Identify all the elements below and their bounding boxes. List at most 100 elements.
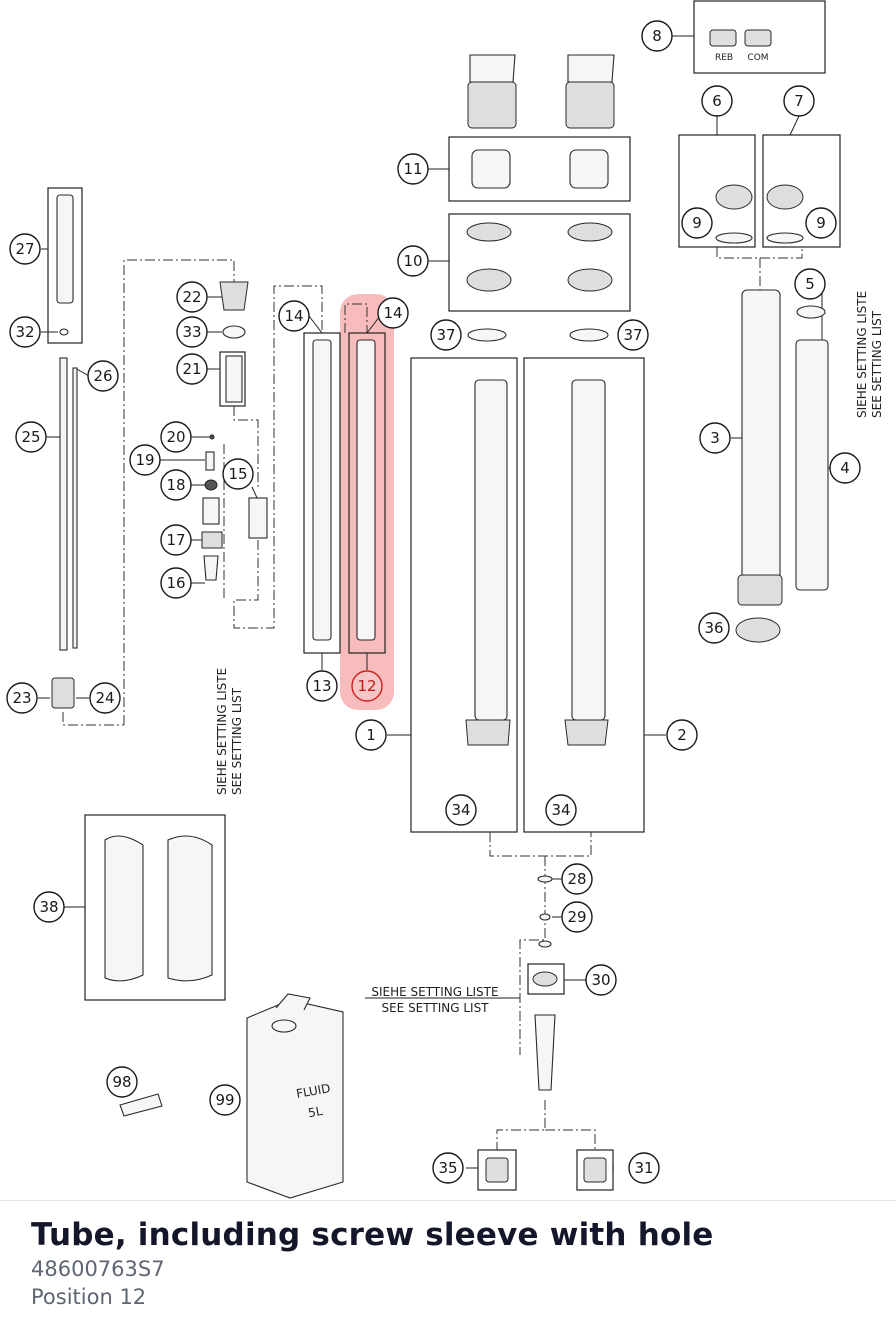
callout-34[interactable]: 34 bbox=[545, 794, 577, 826]
callout-number: 27 bbox=[15, 240, 34, 258]
callout-12[interactable]: 12 bbox=[351, 670, 383, 702]
callout-1[interactable]: 1 bbox=[355, 719, 387, 751]
callout-circle bbox=[617, 319, 649, 351]
callout-30[interactable]: 30 bbox=[585, 964, 617, 996]
callout-32[interactable]: 32 bbox=[9, 316, 41, 348]
callout-circle bbox=[33, 891, 65, 923]
callout-circle bbox=[278, 300, 310, 332]
callout-15[interactable]: 15 bbox=[222, 458, 254, 490]
callout-number: 28 bbox=[567, 870, 586, 888]
callout-number: 11 bbox=[403, 160, 422, 178]
callout-number: 9 bbox=[692, 214, 702, 232]
callout-22[interactable]: 22 bbox=[176, 281, 208, 313]
callout-26[interactable]: 26 bbox=[87, 360, 119, 392]
callout-28[interactable]: 28 bbox=[561, 863, 593, 895]
callout-circle bbox=[561, 863, 593, 895]
callout-circle bbox=[355, 719, 387, 751]
callout-number: 26 bbox=[93, 367, 112, 385]
callout-number: 16 bbox=[166, 574, 185, 592]
callout-11[interactable]: 11 bbox=[397, 153, 429, 185]
callout-number: 32 bbox=[15, 323, 34, 341]
callout-37[interactable]: 37 bbox=[430, 319, 462, 351]
part-title: Tube, including screw sleeve with hole bbox=[31, 1217, 714, 1253]
callout-number: 33 bbox=[182, 323, 201, 341]
callout-number: 19 bbox=[135, 451, 154, 469]
callout-circle bbox=[209, 1084, 241, 1116]
setting-note-left-de: SIEHE SETTING LISTE bbox=[215, 668, 229, 795]
callout-21[interactable]: 21 bbox=[176, 353, 208, 385]
callout-25[interactable]: 25 bbox=[15, 421, 47, 453]
callout-8[interactable]: 8 bbox=[641, 20, 673, 52]
callout-circle bbox=[681, 207, 713, 239]
exploded-parts-diagram: FLUID 5L REB COM SIEHE SETTING LISTE SEE… bbox=[6, 0, 884, 1199]
callout-number: 15 bbox=[228, 465, 247, 483]
callout-number: 12 bbox=[357, 677, 376, 695]
callout-16[interactable]: 16 bbox=[160, 567, 192, 599]
callout-14[interactable]: 14 bbox=[278, 300, 310, 332]
callout-36[interactable]: 36 bbox=[698, 612, 730, 644]
callout-circle bbox=[222, 458, 254, 490]
callout-number: 1 bbox=[366, 726, 376, 744]
callout-number: 23 bbox=[12, 689, 31, 707]
callout-number: 10 bbox=[403, 252, 422, 270]
callout-9[interactable]: 9 bbox=[681, 207, 713, 239]
callout-number: 18 bbox=[166, 476, 185, 494]
callout-33[interactable]: 33 bbox=[176, 316, 208, 348]
callout-38[interactable]: 38 bbox=[33, 891, 65, 923]
callout-18[interactable]: 18 bbox=[160, 469, 192, 501]
callout-circle bbox=[160, 469, 192, 501]
callout-10[interactable]: 10 bbox=[397, 245, 429, 277]
callout-24[interactable]: 24 bbox=[89, 682, 121, 714]
callout-27[interactable]: 27 bbox=[9, 233, 41, 265]
callout-17[interactable]: 17 bbox=[160, 524, 192, 556]
callout-31[interactable]: 31 bbox=[628, 1152, 660, 1184]
callout-number: 14 bbox=[383, 304, 402, 322]
callout-number: 37 bbox=[623, 326, 642, 344]
callout-circle bbox=[176, 281, 208, 313]
callout-circle bbox=[9, 316, 41, 348]
callout-5[interactable]: 5 bbox=[794, 268, 826, 300]
callout-number: 8 bbox=[652, 27, 662, 45]
callout-circle bbox=[160, 524, 192, 556]
callout-9[interactable]: 9 bbox=[805, 207, 837, 239]
callout-number: 34 bbox=[551, 801, 570, 819]
callout-98[interactable]: 98 bbox=[106, 1066, 138, 1098]
callout-3[interactable]: 3 bbox=[699, 422, 731, 454]
callout-number: 35 bbox=[438, 1159, 457, 1177]
callout-number: 99 bbox=[215, 1091, 234, 1109]
callout-circle bbox=[106, 1066, 138, 1098]
callout-circle bbox=[397, 245, 429, 277]
callout-14[interactable]: 14 bbox=[377, 297, 409, 329]
callout-6[interactable]: 6 bbox=[701, 85, 733, 117]
callout-number: 22 bbox=[182, 288, 201, 306]
callout-number: 6 bbox=[712, 92, 722, 110]
callout-23[interactable]: 23 bbox=[6, 682, 38, 714]
callout-number: 24 bbox=[95, 689, 114, 707]
part-number: 48600763S7 bbox=[31, 1257, 165, 1281]
callout-7[interactable]: 7 bbox=[783, 85, 815, 117]
callout-34[interactable]: 34 bbox=[445, 794, 477, 826]
callout-2[interactable]: 2 bbox=[666, 719, 698, 751]
callout-37[interactable]: 37 bbox=[617, 319, 649, 351]
callout-number: 13 bbox=[312, 677, 331, 695]
callout-circle bbox=[561, 901, 593, 933]
callout-circle bbox=[701, 85, 733, 117]
callout-number: 36 bbox=[704, 619, 723, 637]
callout-4[interactable]: 4 bbox=[829, 452, 861, 484]
callout-number: 30 bbox=[591, 971, 610, 989]
callout-13[interactable]: 13 bbox=[306, 670, 338, 702]
callout-number: 5 bbox=[805, 275, 815, 293]
callout-35[interactable]: 35 bbox=[432, 1152, 464, 1184]
callout-29[interactable]: 29 bbox=[561, 901, 593, 933]
callout-20[interactable]: 20 bbox=[160, 421, 192, 453]
callout-circle bbox=[432, 1152, 464, 1184]
callout-99[interactable]: 99 bbox=[209, 1084, 241, 1116]
callout-number: 7 bbox=[794, 92, 804, 110]
callout-number: 20 bbox=[166, 428, 185, 446]
callout-19[interactable]: 19 bbox=[129, 444, 161, 476]
callout-circle bbox=[351, 670, 383, 702]
callout-number: 3 bbox=[710, 429, 720, 447]
com-label: COM bbox=[747, 53, 768, 63]
callout-circle bbox=[628, 1152, 660, 1184]
callout-circle bbox=[129, 444, 161, 476]
